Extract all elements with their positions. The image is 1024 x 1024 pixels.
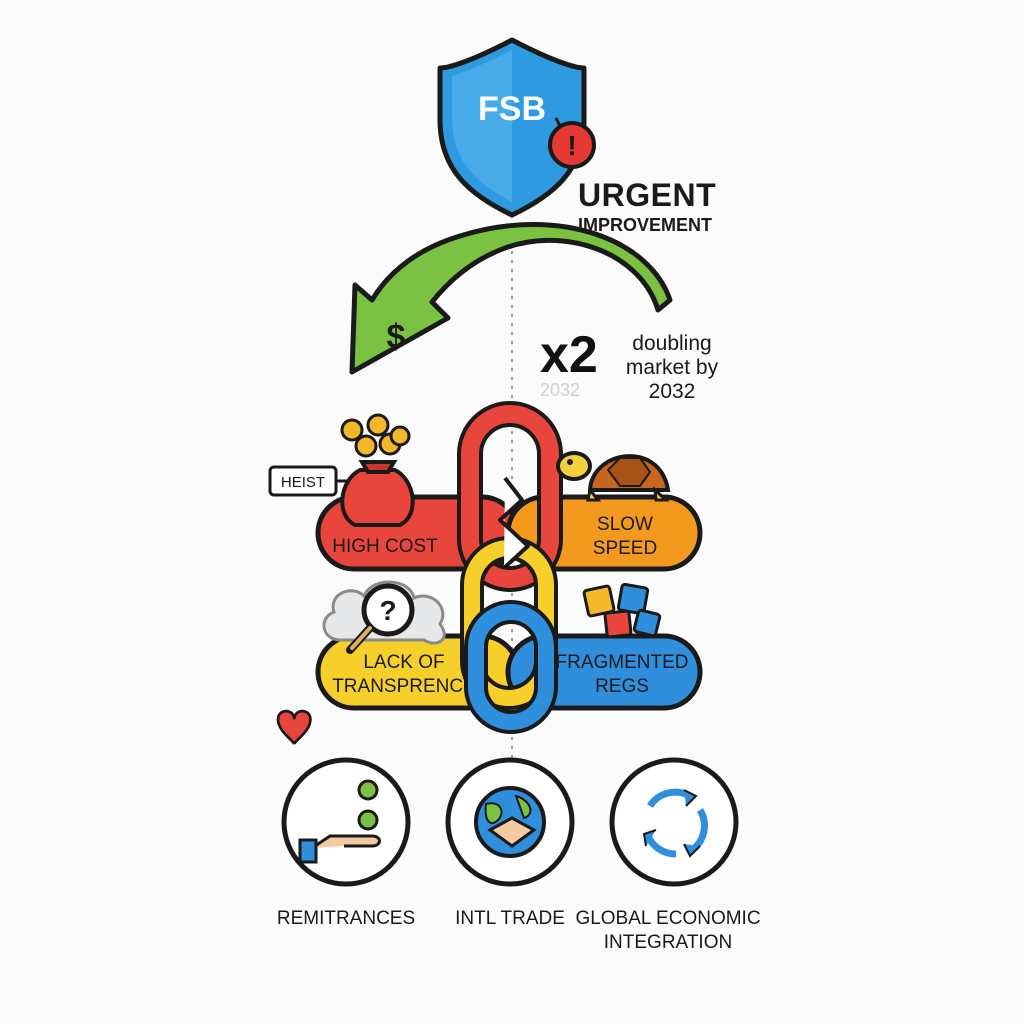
growth-line-2: market by (626, 356, 719, 379)
global-integration-label-line-2: INTEGRATION (604, 932, 732, 953)
lack-transparency-line-2: TRANSPRENCY (332, 676, 476, 697)
fragmented-regs-line-2: REGS (595, 676, 649, 697)
growth-line-3: 2032 (649, 380, 696, 403)
question-glyph: ? (379, 595, 396, 626)
fsb-shield-icon: FSB (437, 37, 587, 218)
global-integration-label-line-1: GLOBAL ECONOMIC (575, 908, 760, 929)
remittances-circle-icon (276, 709, 411, 887)
broken-chain-icon (457, 401, 563, 734)
fragmented-regs-line-1: FRAGMENTED (556, 652, 689, 673)
magnifier-cloud-icon: ? (322, 580, 446, 654)
growth-multiplier: x2 (540, 326, 598, 384)
alert-icon: ! (548, 117, 596, 169)
puzzle-pieces-icon (582, 582, 662, 639)
turtle-icon (556, 451, 671, 502)
urgent-title: URGENT (578, 177, 716, 213)
remittances-label: REMITRANCES (277, 908, 415, 929)
shield-label: FSB (478, 90, 546, 128)
high-cost-label: HIGH COST (332, 536, 438, 557)
curved-arrow-icon: $ (349, 222, 673, 375)
dollar-symbol: $ (387, 318, 406, 356)
slow-speed-line-2: SPEED (593, 538, 657, 559)
urgent-subtitle: IMPROVEMENT (578, 215, 712, 235)
heist-tag: HEIST (268, 465, 352, 497)
growth-faded-year: 2032 (540, 380, 580, 400)
lack-transparency-line-1: LACK OF (363, 652, 444, 673)
alert-glyph: ! (567, 130, 576, 161)
intl-trade-label: INTL TRADE (455, 908, 565, 929)
growth-line-1: doubling (632, 332, 711, 355)
slow-speed-line-1: SLOW (597, 514, 653, 535)
global-integration-circle-icon (609, 757, 739, 887)
money-bag-icon (340, 413, 415, 527)
heist-tag-label: HEIST (281, 474, 325, 491)
intl-trade-circle-icon (445, 757, 575, 887)
